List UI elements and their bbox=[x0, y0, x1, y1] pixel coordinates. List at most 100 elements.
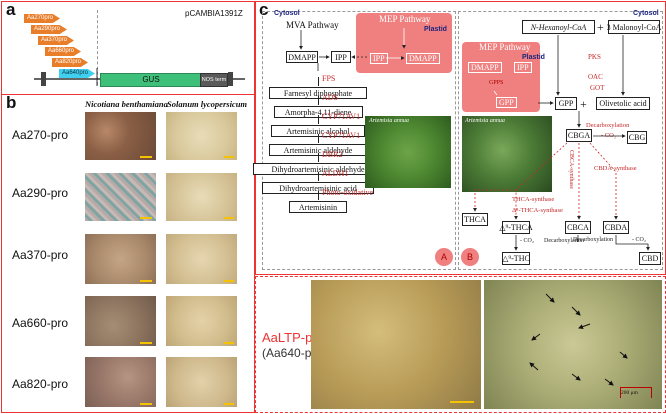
step-arrow bbox=[318, 77, 319, 86]
scale-bar bbox=[224, 280, 234, 282]
d9-thc-box: △⁹-THC bbox=[502, 252, 530, 265]
cbda-box: CBDA bbox=[603, 221, 629, 234]
got-label: GOT bbox=[590, 84, 605, 92]
promoter-arrow: Aa660pro bbox=[45, 47, 81, 56]
step-arrow bbox=[318, 134, 319, 143]
promoter-arrow: Aa640pro bbox=[59, 69, 95, 78]
plastid-label-right: Plastid bbox=[522, 54, 545, 61]
panel-b-frame bbox=[1, 94, 255, 413]
cbg-box: CBG bbox=[627, 131, 647, 144]
plus-sign: + bbox=[597, 20, 604, 34]
mep-dmapp-right: DMAPP bbox=[468, 62, 502, 73]
vector-divider bbox=[97, 10, 98, 85]
scale-label-200: 200 μm bbox=[621, 390, 638, 396]
enzyme-label: FPS bbox=[322, 74, 336, 83]
cytosol-label-right: Cytosol bbox=[633, 10, 659, 17]
step-arrow bbox=[318, 172, 319, 181]
oac-label: OAC bbox=[588, 73, 603, 81]
promoter-arrow: Aa290pro bbox=[31, 25, 67, 34]
olivetolic-acid-box: Olivetolic acid bbox=[596, 97, 650, 110]
cannabis-caption: Artemisia annua bbox=[465, 118, 505, 124]
mva-pathway-label: MVA Pathway bbox=[286, 20, 339, 30]
col-header-solanum: Solanum lycopersicum bbox=[167, 99, 248, 109]
scale-bar-200 bbox=[620, 387, 652, 398]
row-label-aa660: Aa660-pro bbox=[12, 316, 69, 330]
micrograph-nb-aa660 bbox=[84, 295, 157, 347]
co2-top-label: - CO₂ bbox=[601, 132, 617, 139]
mep-pathway-title: MEP Pathway bbox=[379, 14, 431, 24]
dmapp-box: DMAPP bbox=[286, 51, 318, 63]
thca-synthase-label: THCA-synthase bbox=[512, 196, 555, 203]
gus-arrows bbox=[529, 293, 628, 386]
micrograph-sl-aa270 bbox=[165, 111, 238, 161]
scale-bar bbox=[140, 156, 152, 158]
scale-bar bbox=[140, 342, 152, 344]
aaltp-micrograph-left bbox=[311, 280, 481, 409]
co2-left-label: - CO₂ bbox=[520, 238, 534, 244]
scale-bar bbox=[224, 403, 234, 405]
row-label-aa270: Aa270-pro bbox=[12, 128, 69, 142]
ipp-box: IPP bbox=[331, 51, 351, 63]
micrograph-sl-aa370 bbox=[165, 233, 238, 285]
scale-bar bbox=[140, 403, 152, 405]
badge-b: B bbox=[461, 248, 479, 266]
cbd-box: CBD bbox=[639, 252, 661, 265]
enzyme-label: CYP71AV1 bbox=[322, 131, 361, 140]
scale-bar bbox=[224, 217, 234, 219]
micrograph-nb-aa270 bbox=[84, 111, 157, 161]
aaltp-title: AaLTP-pro bbox=[262, 330, 324, 345]
badge-a: A bbox=[435, 248, 453, 266]
hexanoyl-coa-box: N-Hexanoyl-CoA bbox=[522, 20, 595, 34]
pathway-a-frame bbox=[262, 11, 456, 270]
artemisia-photo bbox=[365, 116, 451, 188]
enzyme-label: CYP71AV1 bbox=[322, 112, 361, 121]
step-arrow bbox=[318, 191, 319, 200]
mep-ipp: IPP bbox=[370, 53, 388, 64]
enzyme-label: ADS bbox=[322, 93, 339, 102]
mep-pathway-box-right bbox=[462, 42, 540, 112]
enzyme-label: Photo-oxidative bbox=[322, 188, 374, 197]
gpp-box: GPP bbox=[555, 97, 577, 110]
metabolite-box: Artemisinin bbox=[289, 201, 347, 213]
cannabis-photo bbox=[462, 116, 552, 192]
micrograph-nb-aa370 bbox=[84, 233, 157, 285]
pathway-b-frame bbox=[458, 11, 663, 270]
malonoyl-coa-box: 3 Malonoyl-CoA bbox=[607, 20, 661, 34]
mep-ipp-right: IPP bbox=[514, 62, 532, 73]
scale-bar bbox=[140, 217, 152, 219]
row-label-aa820: Aa820-pro bbox=[12, 377, 69, 391]
pks-label: PKS bbox=[588, 53, 601, 61]
micrograph-sl-aa290 bbox=[165, 172, 238, 222]
step-arrow bbox=[318, 96, 319, 105]
mep-gpp-right: GPP bbox=[496, 97, 517, 108]
micrograph-sl-aa660 bbox=[165, 295, 238, 347]
row-label-aa290: Aa290-pro bbox=[12, 186, 69, 200]
scale-bar bbox=[224, 342, 234, 344]
panel-a-label: a bbox=[6, 0, 16, 19]
micrograph-sl-aa820 bbox=[165, 356, 238, 408]
decarb-top-label: Decarboxylation bbox=[586, 122, 630, 129]
vector-name: pCAMBIA1391Z bbox=[185, 9, 243, 18]
aaltp-subtitle: (Aa640-pro) bbox=[262, 346, 327, 360]
enzyme-label: DBR2 bbox=[322, 150, 343, 159]
decarb-left-label: Decarboxylation bbox=[544, 238, 584, 244]
d9-thca-box: △⁹-THCA bbox=[499, 221, 533, 234]
mep-dmapp: DMAPP bbox=[406, 53, 440, 64]
cbca-synthase-label: CBCA-synthase bbox=[568, 150, 574, 189]
col-header-nicotiana: Nicotiana benthamiana bbox=[85, 99, 168, 109]
gus-box: GUS bbox=[100, 73, 202, 87]
micrograph-nb-aa820 bbox=[84, 356, 157, 408]
co2-right-label: - CO₂ bbox=[632, 237, 646, 243]
plus-sign-2: + bbox=[580, 97, 587, 111]
gpps-label: GPPS bbox=[489, 80, 504, 86]
micrograph-nb-aa290 bbox=[84, 172, 157, 222]
promoter-arrow: Aa370pro bbox=[38, 36, 74, 45]
thca-box: THCA bbox=[462, 213, 488, 226]
step-arrow bbox=[318, 115, 319, 124]
decarb-right-label: Decarboxylation bbox=[573, 237, 613, 243]
panel-b-label: b bbox=[6, 93, 17, 112]
enzyme-label: ALDH1 bbox=[322, 169, 349, 178]
panel-c-label: c bbox=[259, 0, 269, 19]
nos-term-box: NOS term bbox=[200, 73, 228, 87]
promoter-arrow: Aa270pro bbox=[24, 14, 60, 23]
